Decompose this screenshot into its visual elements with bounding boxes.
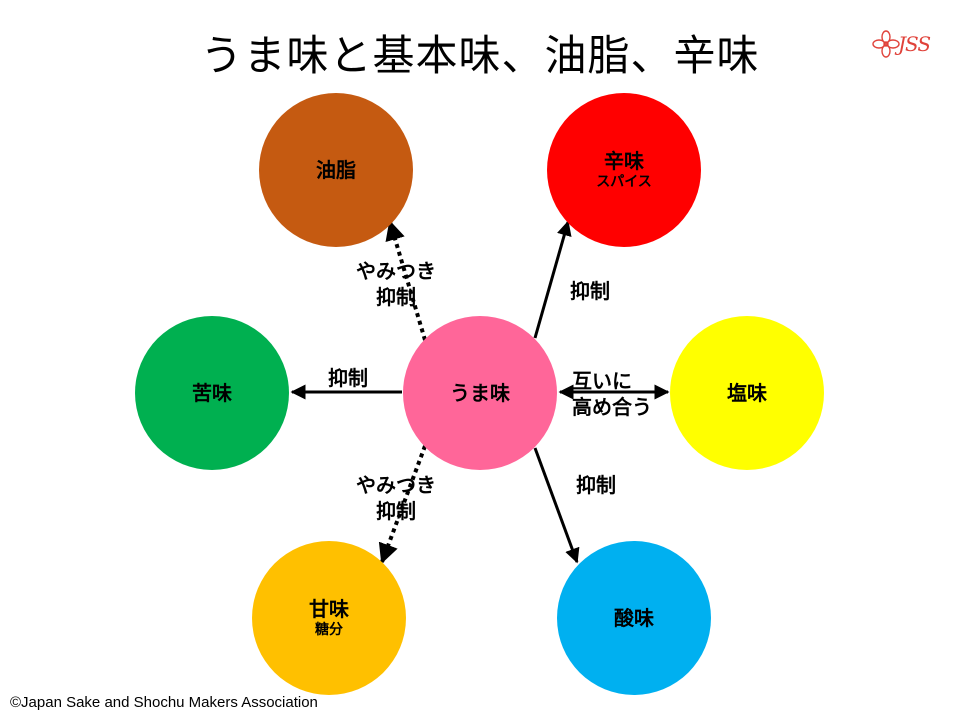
edge-label-bitter: 抑制 <box>328 365 368 391</box>
edge-label-fat: やみつき 抑制 <box>356 258 436 310</box>
copyright-footer: ©Japan Sake and Shochu Makers Associatio… <box>10 694 318 711</box>
edge-label-sweet: やみつき 抑制 <box>356 472 436 524</box>
node-sweet: 甘味 糖分 <box>252 541 406 695</box>
edge-label-spicy: 抑制 <box>570 278 610 304</box>
edge-label-salty-line2: 高め合う <box>572 395 652 419</box>
node-sour-label: 酸味 <box>614 606 654 630</box>
logo-text: JSS <box>898 32 931 56</box>
edge-label-spicy-text: 抑制 <box>570 279 610 303</box>
flower-icon <box>872 30 900 58</box>
node-bitter-label: 苦味 <box>192 381 232 405</box>
edge-label-sweet-line1: やみつき <box>356 473 436 497</box>
node-spicy: 辛味 スパイス <box>547 93 701 247</box>
node-bitter: 苦味 <box>135 316 289 470</box>
node-fat: 油脂 <box>259 93 413 247</box>
edge-label-fat-line1: やみつき <box>356 259 436 283</box>
node-center: うま味 <box>403 316 557 470</box>
arrow-to-sour <box>533 447 580 564</box>
edge-label-sweet-line2: 抑制 <box>376 499 416 523</box>
jss-logo: JSS <box>872 30 932 60</box>
edge-label-salty: 互いに 高め合う <box>572 368 652 420</box>
edge-label-bitter-text: 抑制 <box>328 366 368 390</box>
edge-label-sour-text: 抑制 <box>576 473 616 497</box>
edge-label-sour: 抑制 <box>576 472 616 498</box>
edge-label-fat-line2: 抑制 <box>376 285 416 309</box>
node-fat-label: 油脂 <box>316 158 356 182</box>
node-sour: 酸味 <box>557 541 711 695</box>
node-sweet-sublabel: 糖分 <box>315 621 343 638</box>
node-center-label: うま味 <box>450 381 510 405</box>
node-spicy-sublabel: スパイス <box>596 173 652 190</box>
node-spicy-label: 辛味 <box>604 148 644 173</box>
node-salty: 塩味 <box>670 316 824 470</box>
node-salty-label: 塩味 <box>727 381 767 405</box>
slide-title: うま味と基本味、油脂、辛味 <box>200 31 760 80</box>
arrow-to-spicy <box>533 220 572 339</box>
node-sweet-label: 甘味 <box>309 596 349 621</box>
edge-label-salty-line1: 互いに <box>572 369 632 393</box>
